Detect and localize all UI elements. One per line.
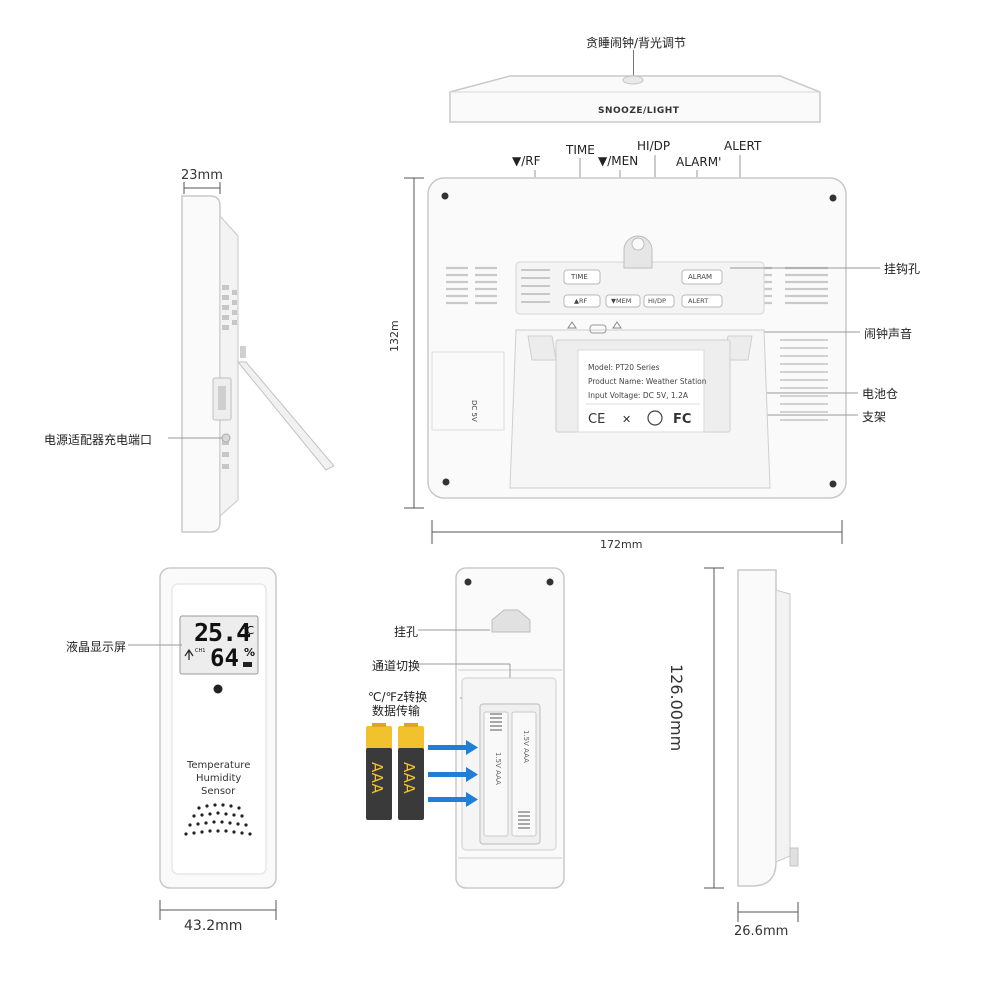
sensor-battery-slot-left: 1.5V AAA bbox=[494, 752, 502, 785]
button-time: TIME bbox=[571, 273, 588, 281]
label-hi-dp: HI/DP bbox=[637, 139, 671, 153]
sensor-humidity: 64 bbox=[210, 644, 239, 672]
plate-voltage: Input Voltage: DC 5V, 1.2A bbox=[588, 391, 688, 400]
speaker-grille bbox=[184, 803, 252, 836]
svg-text:CE: CE bbox=[588, 412, 605, 427]
svg-text:✕: ✕ bbox=[622, 413, 631, 426]
sensor-height-dimension: 126.00mm bbox=[667, 664, 686, 752]
top-view-label: 贪睡闹钟/背光调节 bbox=[586, 36, 687, 50]
sensor-hang-hole-label: 挂孔 bbox=[394, 625, 419, 639]
callout-hook-hole: 挂钩孔 bbox=[884, 262, 921, 276]
sensor-data-tx-label: 数据传输 bbox=[372, 704, 421, 718]
back-width-dimension: 172mm bbox=[600, 538, 643, 551]
top-view-leader bbox=[633, 50, 634, 78]
button-alert: ALERT bbox=[688, 297, 709, 305]
sensor-channel-switch-label: 通道切换 bbox=[372, 659, 421, 673]
label-down-rf: ▼/RF bbox=[512, 154, 541, 168]
label-alert: ALERT bbox=[724, 139, 762, 153]
button-rf: ▲RF bbox=[574, 297, 588, 305]
sensor-name-line3: Sensor bbox=[201, 786, 236, 797]
sensor-depth-dimension: 26.6mm bbox=[734, 924, 789, 939]
label-down-men: ▼/MEN bbox=[598, 154, 639, 168]
arrow-icons bbox=[428, 740, 478, 807]
snooze-light-text: SNOOZE/LIGHT bbox=[598, 106, 680, 116]
sensor-battery-slot-right: 1.5V AAA bbox=[522, 730, 530, 763]
sensor-unit-switch-label: ℃/℉z转换 bbox=[368, 690, 428, 704]
dc-label: DC 5V bbox=[470, 400, 478, 422]
sensor-temp-unit: ℃ bbox=[242, 624, 255, 637]
sensor-ch-label: CH1 bbox=[195, 648, 206, 654]
plate-product: Product Name: Weather Station bbox=[588, 377, 707, 386]
plate-model: Model: PT20 Series bbox=[588, 363, 660, 372]
battery-2-label: AAA bbox=[400, 762, 418, 794]
button-hidp: HI/DP bbox=[648, 297, 666, 305]
callout-battery: 电池仓 bbox=[862, 387, 899, 401]
callout-alarm-sound: 闹钟声音 bbox=[864, 327, 913, 341]
side-depth-dimension: 23mm bbox=[181, 168, 223, 183]
side-port-label: 电源适配器充电端口 bbox=[44, 433, 153, 447]
label-time: TIME bbox=[566, 143, 595, 157]
callout-stand: 支架 bbox=[862, 410, 887, 424]
svg-text:FC: FC bbox=[673, 412, 691, 427]
sensor-humidity-unit: % bbox=[244, 646, 256, 659]
back-height-dimension: 132m bbox=[388, 320, 401, 352]
button-mem: ▼MEM bbox=[611, 297, 632, 305]
sensor-name-line2: Humidity bbox=[196, 773, 242, 784]
sensor-lcd-label: 液晶显示屏 bbox=[66, 640, 127, 654]
sensor-temp: 25.4 bbox=[194, 618, 251, 647]
label-alarm: ALARM' bbox=[676, 155, 722, 169]
battery-1-label: AAA bbox=[368, 762, 386, 794]
sensor-width-dimension: 43.2mm bbox=[184, 918, 243, 934]
sensor-name-line1: Temperature bbox=[187, 760, 251, 771]
button-alarm: ALRAM bbox=[688, 273, 713, 281]
